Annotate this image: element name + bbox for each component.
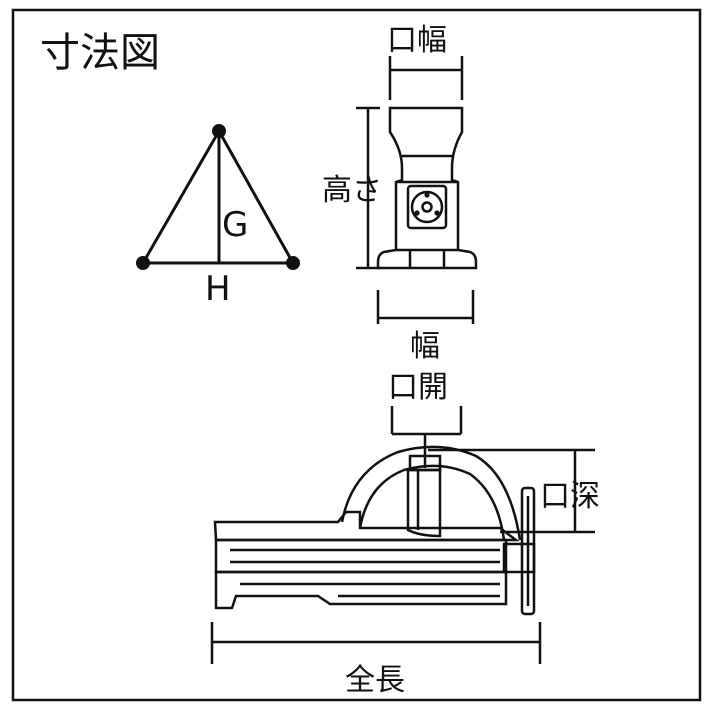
label-jaw-depth: 口深 [540, 479, 600, 514]
label-h: H [205, 269, 231, 309]
drawing-frame [11, 8, 702, 702]
side-view-arch [340, 445, 522, 541]
triangle-diagram [140, 127, 296, 265]
label-height: 高さ [322, 173, 382, 208]
side-view-lower-base [214, 570, 508, 610]
front-view-body [376, 106, 478, 270]
front-view [356, 56, 478, 324]
triangle-right-dot [286, 256, 300, 270]
label-width: 幅 [410, 329, 440, 364]
triangle-left-dot [136, 256, 150, 270]
side-view [210, 406, 595, 664]
triangle-apex-dot [212, 124, 226, 138]
side-view-upper-bar [213, 510, 520, 542]
label-jaw-opening: 口開 [388, 370, 448, 405]
label-g: G [222, 205, 248, 245]
front-view-holes [414, 192, 440, 216]
drawing-title: 寸法図 [40, 30, 160, 76]
label-overall-length: 全長 [345, 663, 405, 698]
side-view-rail [214, 538, 508, 574]
label-jaw-width: 口幅 [387, 23, 447, 58]
